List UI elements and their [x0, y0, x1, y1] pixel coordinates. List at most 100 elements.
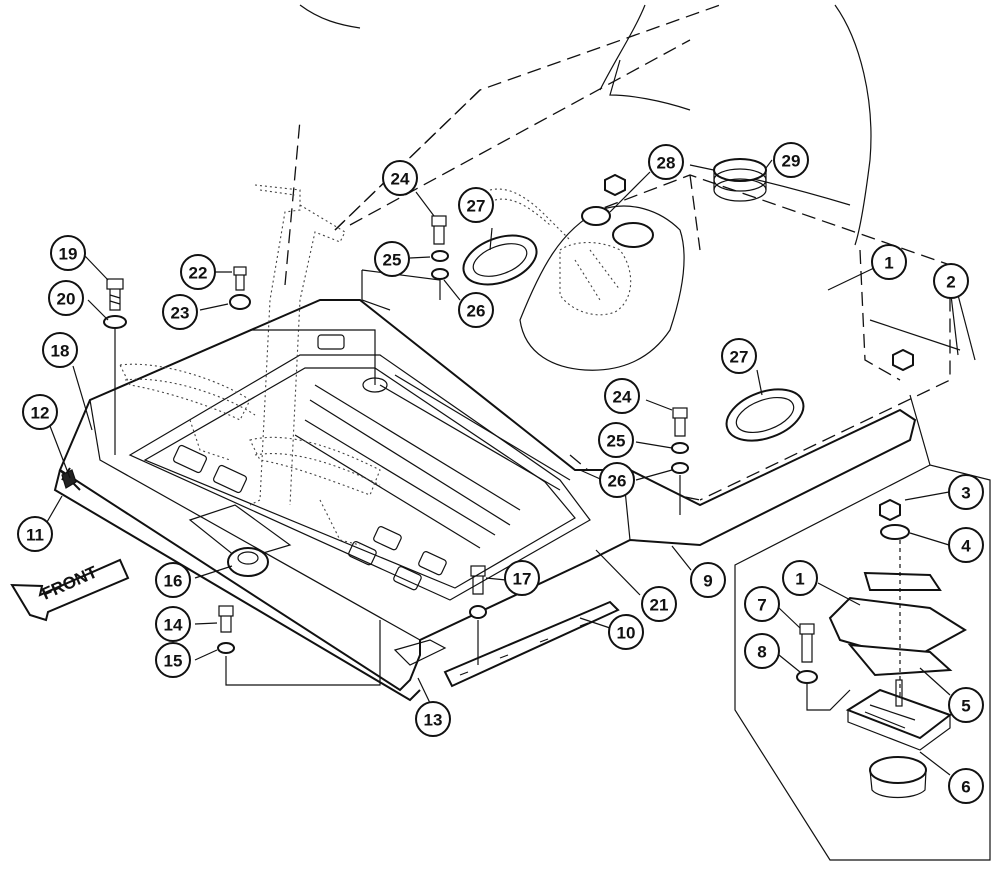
bolt-17	[470, 565, 486, 595]
callout-label: 11	[26, 526, 44, 545]
callout-circle	[871, 244, 907, 280]
nut-3	[879, 498, 901, 522]
callout-circle	[948, 474, 984, 510]
callout-label: 3	[961, 484, 970, 503]
pedals-and-levers	[119, 184, 381, 546]
callout-circle	[458, 292, 494, 328]
callout-label: 18	[51, 342, 70, 361]
callout-label: 22	[189, 264, 208, 283]
callout-circle	[648, 144, 684, 180]
callout-circle	[598, 422, 634, 458]
callout-circle	[48, 280, 84, 316]
callout-24: 24	[604, 378, 640, 414]
callout-12: 12	[22, 394, 58, 430]
callout-label: 20	[57, 290, 76, 309]
front-cover	[59, 467, 447, 666]
callout-circle	[948, 768, 984, 804]
front-label: FRONT	[39, 562, 101, 603]
callout-circle	[180, 254, 216, 290]
nut-15	[217, 642, 235, 654]
callout-29: 29	[773, 142, 809, 178]
callout-circle	[50, 235, 86, 271]
callout-7: 7	[744, 586, 780, 622]
grommet-27-top	[462, 234, 538, 286]
callout-circle	[604, 378, 640, 414]
leader-line	[361, 269, 441, 311]
callout-label: 25	[383, 251, 402, 270]
callout-20: 20	[48, 280, 84, 316]
callout-label: 19	[59, 245, 78, 264]
callout-circle	[415, 701, 451, 737]
callout-label: 27	[467, 197, 486, 216]
callout-circle	[782, 560, 818, 596]
callout-circle	[42, 332, 78, 368]
front-direction-arrow: FRONT	[10, 558, 130, 622]
bolt-22	[233, 266, 247, 291]
knob-part-16	[227, 547, 269, 577]
callout-label: 26	[467, 302, 486, 321]
callout-26: 26	[458, 292, 494, 328]
callout-label: 24	[391, 170, 410, 189]
callout-3: 3	[948, 474, 984, 510]
floor-detail	[828, 596, 967, 662]
callout-label: 12	[31, 404, 50, 423]
callout-label: 26	[608, 472, 627, 491]
callout-13: 13	[415, 701, 451, 737]
callout-label: 7	[757, 596, 766, 615]
nut-25-right	[671, 442, 689, 454]
callout-circle	[690, 562, 726, 598]
bolt-19	[106, 278, 124, 455]
callout-circle	[382, 160, 418, 196]
callout-9: 9	[690, 562, 726, 598]
callout-circle	[948, 527, 984, 563]
callout-25: 25	[374, 241, 410, 277]
washer-4	[880, 524, 910, 540]
bolt-14	[218, 605, 234, 633]
callout-label: 5	[961, 697, 970, 716]
nut-26-right	[671, 462, 689, 474]
callout-27: 27	[458, 187, 494, 223]
leader-line	[225, 620, 381, 686]
callout-circle	[22, 394, 58, 430]
callout-label: 2	[946, 273, 955, 292]
grommet-29	[713, 158, 767, 202]
control-console	[489, 188, 685, 371]
callout-label: 28	[657, 154, 676, 173]
callout-circle	[155, 606, 191, 642]
callout-circle	[155, 642, 191, 678]
callout-label: 9	[703, 572, 712, 591]
callout-label: 17	[513, 570, 532, 589]
angle-strip	[443, 600, 620, 688]
callout-label: 16	[164, 572, 183, 591]
callout-27: 27	[721, 338, 757, 374]
callout-circle	[162, 294, 198, 330]
callout-6: 6	[948, 768, 984, 804]
callout-10: 10	[608, 614, 644, 650]
grommet-27-right	[725, 388, 805, 442]
callout-label: 1	[884, 254, 893, 273]
callout-circle	[933, 263, 969, 299]
callout-14: 14	[155, 606, 191, 642]
callout-circle	[608, 614, 644, 650]
callout-label: 10	[617, 624, 636, 643]
callout-label: 14	[164, 616, 183, 635]
callout-label: 6	[961, 778, 970, 797]
nut-25-top	[431, 250, 449, 262]
washer-8	[796, 670, 818, 684]
callout-circle	[599, 462, 635, 498]
callout-circle	[744, 633, 780, 669]
washer-20	[103, 315, 127, 329]
mount-detail-inset	[734, 394, 991, 861]
callout-label: 23	[171, 304, 190, 323]
callout-8: 8	[744, 633, 780, 669]
callout-label: 29	[782, 152, 801, 171]
bolt-24-right	[672, 407, 688, 437]
callout-circle	[641, 586, 677, 622]
callout-label: 8	[757, 643, 766, 662]
callout-leaders	[46, 159, 976, 776]
callout-label: 4	[961, 537, 971, 556]
callout-26: 26	[599, 462, 635, 498]
callout-23: 23	[162, 294, 198, 330]
callout-15: 15	[155, 642, 191, 678]
callout-circle	[744, 586, 780, 622]
